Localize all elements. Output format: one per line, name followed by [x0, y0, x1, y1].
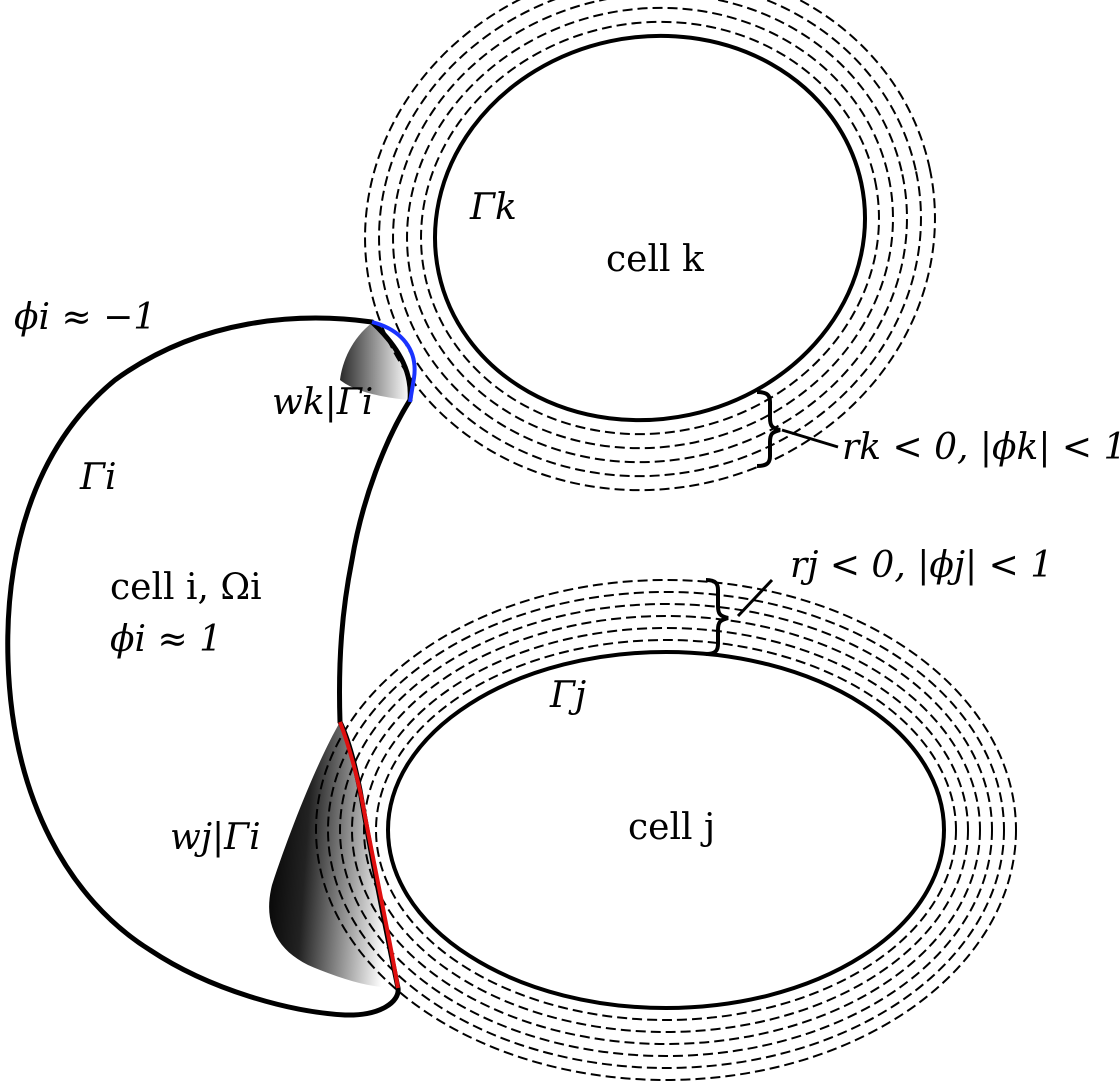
brace-k	[756, 390, 781, 468]
label-gamma-k: Γk	[470, 190, 517, 226]
cell-k-boundary	[433, 33, 867, 423]
label-wk-gamma-i: wk|Γi	[272, 385, 373, 421]
cell-j-interface-bands	[315, 579, 1017, 1081]
contact-segment-j	[338, 721, 400, 989]
wk-gamma-i-text: wk|Γi	[272, 382, 374, 423]
label-wj-gamma-i: wj|Γi	[170, 820, 261, 856]
label-cell-j: cell j	[628, 810, 715, 846]
phi-inside-text: ϕi ≈ 1	[110, 619, 223, 660]
label-phi-inside: ϕi ≈ 1	[110, 622, 222, 658]
label-cell-k: cell k	[606, 242, 704, 278]
cell-k-text: cell k	[606, 239, 704, 280]
label-gamma-j: Γj	[550, 678, 586, 714]
contact-segment-k	[371, 320, 417, 403]
label-rk-condition: rk < 0, |ϕk| < 1	[842, 430, 1120, 466]
cell-j-text: cell j	[628, 807, 716, 848]
gamma-j-text: Γj	[550, 675, 587, 716]
phi-outside-text: ϕi ≈ −1	[14, 297, 157, 338]
wj-shade-region	[269, 722, 398, 988]
label-phi-outside: ϕi ≈ −1	[14, 300, 156, 336]
cell-i-boundary	[5, 315, 413, 1018]
wk-shade-region	[340, 323, 411, 400]
gamma-i-text: Γi	[80, 457, 117, 498]
label-rj-condition: rj < 0, |ϕj| < 1	[790, 548, 1053, 584]
rj-condition-text: rj < 0, |ϕj| < 1	[790, 545, 1054, 586]
rk-condition-text: rk < 0, |ϕk| < 1	[842, 427, 1120, 468]
label-gamma-i: Γi	[80, 460, 117, 496]
leader-k	[781, 428, 839, 449]
brace-j	[705, 578, 729, 656]
wj-gamma-i-text: wj|Γi	[170, 817, 261, 858]
leader-j	[736, 578, 774, 618]
gamma-k-text: Γk	[470, 187, 517, 228]
cell-i-text: cell i, Ωi	[110, 567, 262, 608]
label-cell-i: cell i, Ωi	[110, 570, 262, 606]
cell-j-boundary	[386, 650, 946, 1010]
cell-k-interface-bands	[364, 0, 936, 492]
